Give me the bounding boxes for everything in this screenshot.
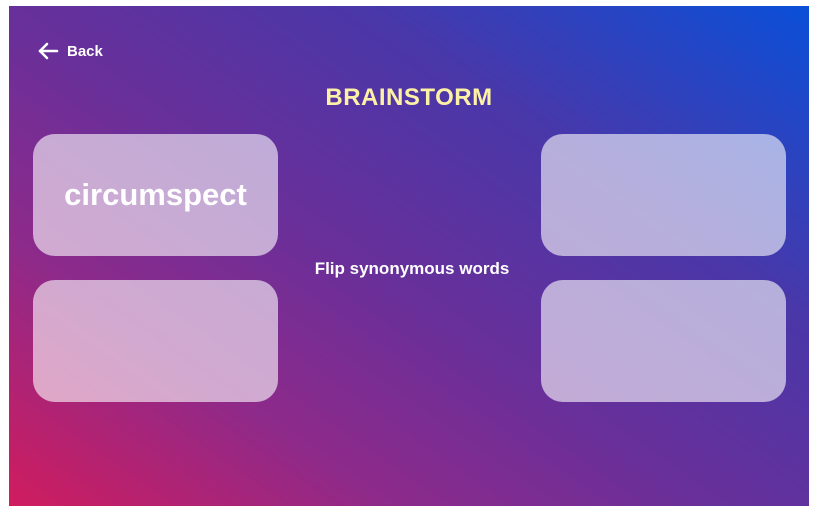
word-card-bottom-right[interactable] [541, 280, 786, 402]
back-label: Back [67, 42, 103, 60]
card-word: circumspect [64, 177, 247, 212]
game-title: BRAINSTORM [325, 84, 493, 111]
word-card-top-left[interactable]: circumspect [33, 134, 278, 256]
word-card-top-right[interactable] [541, 134, 786, 256]
arrow-left-icon [36, 39, 60, 63]
instruction-text: Flip synonymous words [314, 259, 510, 278]
back-button[interactable]: Back [36, 39, 103, 63]
game-screen: Back BRAINSTORM circumspect Flip synonym… [9, 6, 809, 506]
word-card-bottom-left[interactable] [33, 280, 278, 402]
